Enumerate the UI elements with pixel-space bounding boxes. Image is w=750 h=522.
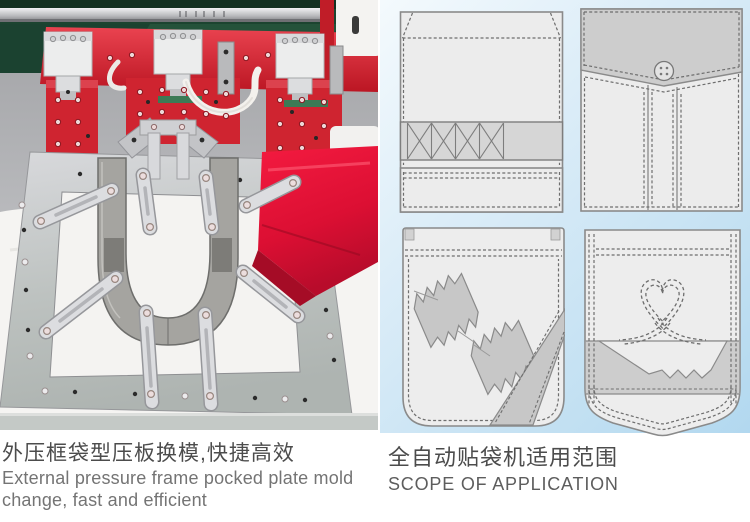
right-caption-en: SCOPE OF APPLICATION [388, 474, 619, 494]
mount-holes [66, 90, 318, 140]
machine-photo [0, 0, 378, 430]
button-icon [653, 60, 675, 82]
diagram-pocket-pinked-patches [402, 227, 565, 428]
corner-tab [550, 228, 561, 241]
air-tube [107, 59, 262, 116]
pocket-flap [580, 8, 743, 87]
diagonal-band [488, 307, 565, 426]
left-caption-title-zh: 外压框袋型压板换模,快捷高效 [2, 442, 295, 465]
machine-illustration [0, 0, 378, 430]
bottom-strip [399, 167, 564, 213]
linear-rail [0, 8, 334, 22]
diagram-pocket-heart-stitch [583, 228, 742, 438]
application-panel [380, 0, 750, 437]
stitch-lines [588, 234, 737, 431]
left-caption-en-line1: External pressure frame pocked plate mol… [2, 468, 354, 488]
pocket-template [97, 157, 239, 346]
slide-bracket [43, 29, 344, 107]
corner-tab [404, 228, 415, 241]
cross-stitch-band [399, 121, 564, 161]
stitch-lines [405, 249, 562, 422]
pinked-patch [413, 272, 536, 396]
diagram-flap-pocket-button [580, 8, 743, 212]
clamp-assembly [117, 117, 219, 180]
right-caption: 全自动贴袋机适用范围 SCOPE OF APPLICATION [388, 444, 619, 495]
heart-stitch-icon [618, 279, 707, 345]
stitch-lines [583, 11, 740, 208]
right-caption-title-zh: 全自动贴袋机适用范围 [388, 445, 619, 470]
diagram-pocket-cross-stitch-band [398, 11, 565, 213]
left-caption-en-line2: change, fast and efficient [2, 490, 208, 510]
table-edge [0, 415, 378, 430]
zigzag-cuff-band [585, 340, 740, 395]
metal-straps [32, 167, 306, 412]
bolt-rivets [54, 51, 328, 152]
left-caption: 外压框袋型压板换模,快捷高效 External pressure frame p… [2, 440, 353, 511]
